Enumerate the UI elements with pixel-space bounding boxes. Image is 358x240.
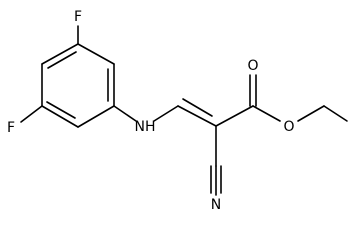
ch2-ch3-bond	[323, 105, 348, 122]
ester-oxygen-label: O	[283, 119, 294, 135]
alkene-double-bond	[182, 98, 213, 117]
fluorine-top-label: F	[74, 9, 82, 25]
c-f-bond-left	[20, 105, 43, 123]
c-o-ester-bond	[252, 105, 281, 122]
alkene-bond	[177, 105, 217, 127]
c-n-bond	[113, 105, 137, 122]
ring-bond	[41, 43, 79, 65]
nitrile-nitrogen-label: N	[211, 197, 221, 213]
ring-bond	[77, 105, 115, 128]
amine-label: NH	[135, 119, 156, 135]
n-c-bond	[153, 105, 179, 122]
ring-bond	[77, 43, 115, 65]
fluorine-left-label: F	[7, 120, 15, 136]
benzene-ring	[41, 43, 115, 128]
ring-double-bond	[47, 51, 77, 69]
c-carbonyl-bond	[215, 105, 254, 127]
ring-bond	[41, 105, 79, 128]
carbonyl-oxygen-label: O	[247, 58, 258, 74]
ring-double-bond	[46, 101, 76, 119]
o-ch2-bond	[297, 105, 325, 122]
molecule-structure-diagram: F F NH O O N	[7, 9, 348, 213]
